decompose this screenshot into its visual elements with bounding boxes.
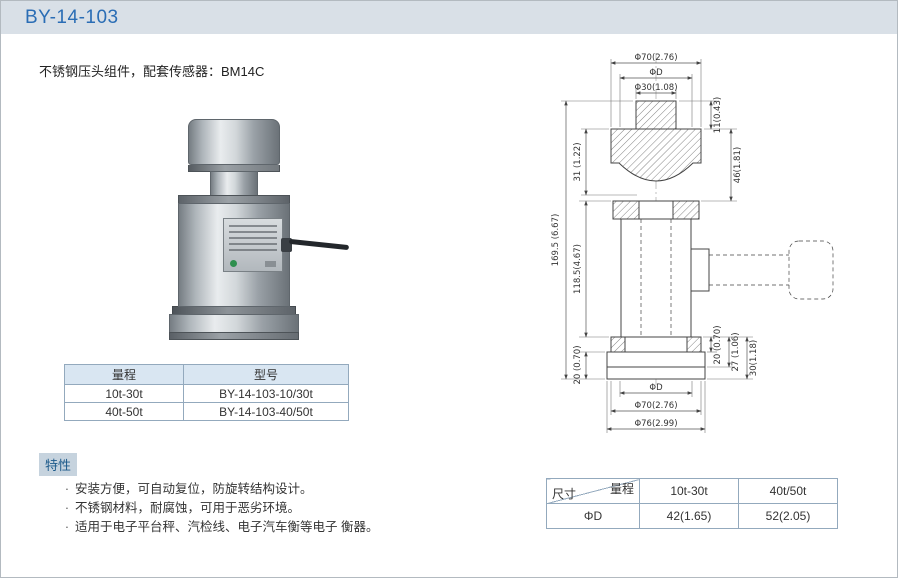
dim-h46: 46(1.81) — [733, 147, 743, 183]
dim-col-header: 10t-30t — [639, 478, 739, 504]
bullet-dot: · — [64, 482, 70, 496]
model-table-header-model: 型号 — [183, 364, 349, 385]
dim-value: 52(2.05) — [738, 503, 838, 529]
feature-item: · 适用于电子平台秤、汽检线、电子汽车衡等电子 衡器。 — [59, 518, 379, 537]
header-bar: BY-14-103 — [1, 1, 897, 34]
dim-top-phi70: Φ70(2.76) — [634, 53, 677, 63]
technical-drawing: Φ70(2.76) ΦD Φ30(1.08) 11(0.43) 46(1.81)… — [551, 53, 834, 433]
features-heading: 特性 — [39, 453, 78, 476]
photo-label-mark — [265, 261, 276, 267]
dim-h20-right: 20 (0.70) — [713, 325, 723, 364]
dimension-lines — [564, 61, 749, 431]
page-title: BY-14-103 — [25, 6, 119, 28]
cell-range: 10t-30t — [64, 384, 184, 403]
photo-base-bottom — [169, 332, 299, 340]
photo-cable — [288, 238, 350, 251]
dimension-table-header-row: 量程 尺寸 10t-30t 40t/50t — [546, 478, 838, 504]
dim-h31: 31 (1.22) — [573, 142, 583, 181]
dim-bottom-phi76: Φ76(2.99) — [634, 419, 677, 429]
dim-value: 42(1.65) — [639, 503, 739, 529]
bullet-dot: · — [64, 520, 70, 534]
dim-top-phiD: ΦD — [649, 68, 663, 78]
dim-h27: 27 (1.06) — [731, 332, 741, 371]
feature-text: 安装方便，可自动复位，防旋转结构设计。 — [75, 482, 313, 496]
dim-col-header: 40t/50t — [738, 478, 838, 504]
feature-text: 不锈钢材料，耐腐蚀，可用于恶劣环境。 — [75, 501, 301, 515]
photo-neck — [210, 171, 258, 196]
cell-range: 40t-50t — [64, 402, 184, 421]
table-row: 10t-30t BY-14-103-10/30t — [64, 384, 349, 403]
cell-model: BY-14-103-10/30t — [183, 384, 349, 403]
model-table-header-row: 量程 型号 — [64, 364, 349, 385]
part-geometry — [606, 100, 834, 380]
photo-top-cap — [188, 119, 280, 165]
feature-item: · 安装方便，可自动复位，防旋转结构设计。 — [59, 480, 378, 499]
cell-model: BY-14-103-40/50t — [183, 402, 349, 421]
dim-h169: 169.5 (6.67) — [551, 214, 561, 267]
dim-bottom-phi70: Φ70(2.76) — [634, 401, 677, 411]
dim-h11: 11(0.43) — [713, 97, 723, 133]
photo-label-logo-dot — [230, 260, 237, 267]
dimension-table: 量程 尺寸 10t-30t 40t/50t ΦD 42(1.65) 52(2.0… — [546, 478, 838, 529]
model-table-header-range: 量程 — [64, 364, 184, 385]
feature-item: · 不锈钢材料，耐腐蚀，可用于恶劣环境。 — [59, 499, 378, 518]
table-row: ΦD 42(1.65) 52(2.05) — [546, 503, 838, 529]
corner-label-size: 尺寸 — [552, 487, 577, 501]
bullet-dot: · — [64, 501, 70, 515]
dim-bottom-phiD: ΦD — [649, 383, 663, 393]
photo-label-plate — [223, 218, 283, 272]
corner-cell: 量程 尺寸 — [546, 478, 640, 504]
dim-row-label: ΦD — [546, 503, 640, 529]
photo-body — [178, 203, 350, 307]
product-photo — [149, 119, 350, 340]
corner-label-range: 量程 — [609, 482, 634, 496]
feature-text: 适用于电子平台秤、汽检线、电子汽车衡等电子 衡器。 — [75, 520, 379, 534]
features-list: · 安装方便，可自动复位，防旋转结构设计。 · 不锈钢材料，耐腐蚀，可用于恶劣环境。… — [59, 480, 379, 537]
photo-base — [169, 314, 299, 333]
photo-cable-gland — [281, 238, 292, 252]
product-description: 不锈钢压头组件，配套传感器：BM14C — [39, 64, 265, 79]
dim-h30: 30(1.18) — [749, 340, 759, 376]
photo-label-text-lines — [229, 225, 277, 255]
dim-top-phi30: Φ30(1.08) — [634, 83, 677, 93]
dim-h118: 118.5(4.67) — [573, 244, 583, 294]
table-row: 40t-50t BY-14-103-40/50t — [64, 402, 349, 421]
dim-h20-left: 20 (0.70) — [573, 345, 583, 384]
model-table: 量程 型号 10t-30t BY-14-103-10/30t 40t-50t B… — [64, 364, 349, 421]
